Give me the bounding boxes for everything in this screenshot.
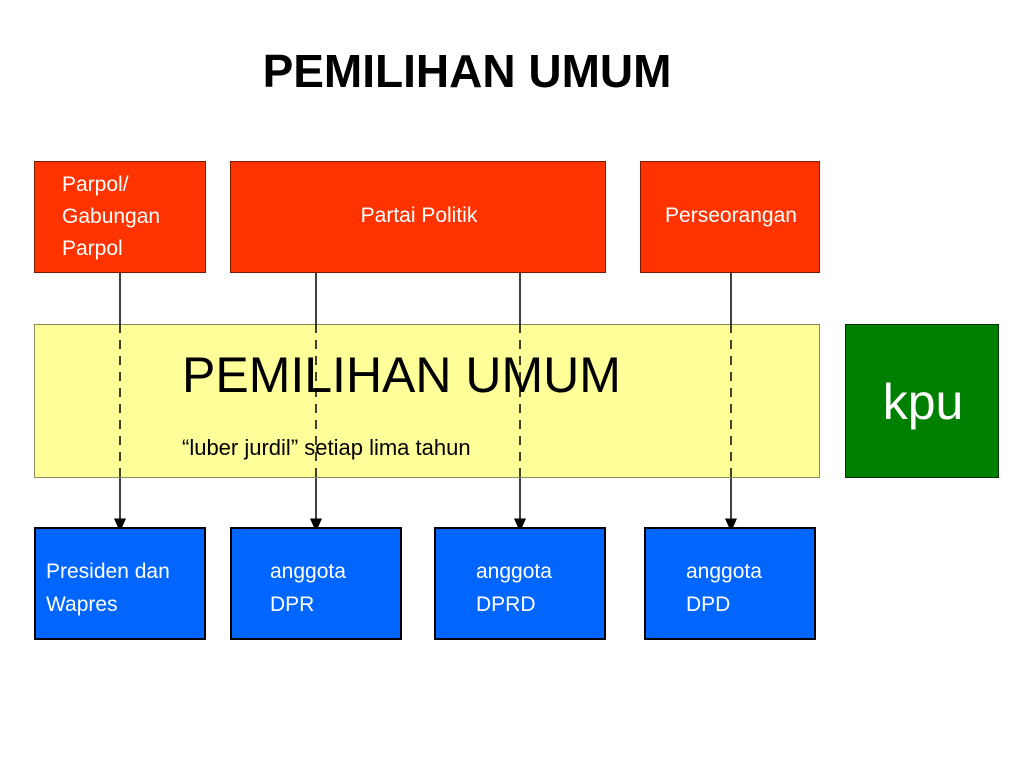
source-label-line: Gabungan [62,205,161,228]
election-subtitle: “luber jurdil” setiap lima tahun [182,435,471,460]
outcome-label-line: DPR [270,593,315,616]
kpu-label: kpu [882,374,964,430]
election-title: PEMILIHAN UMUM [182,347,621,403]
outcome-box-dpd: anggota DPD [644,527,816,640]
outcome-label-line: anggota [686,560,762,583]
source-box-parpol-gabungan: Parpol/ Gabungan Parpol [34,161,206,273]
outcome-label-line: Wapres [46,593,118,616]
source-box-perseorangan: Perseorangan [640,161,820,273]
outcome-label-line: Presiden dan [46,560,170,583]
outcome-box-presiden: Presiden dan Wapres [34,527,206,640]
source-label-line: Parpol [62,237,123,260]
outcome-box-dpr: anggota DPR [230,527,402,640]
election-band [34,324,820,478]
outcome-label-line: anggota [270,560,346,583]
outcome-label-line: DPRD [476,593,536,616]
source-label-line: Parpol/ [62,173,129,196]
outcome-label-line: DPD [686,593,731,616]
outcome-label-line: anggota [476,560,552,583]
page-title: PEMILIHAN UMUM [262,45,672,97]
source-label: Partai Politik [360,204,478,227]
outcome-box-dprd: anggota DPRD [434,527,606,640]
kpu-box: kpu [845,324,999,478]
source-label: Perseorangan [665,204,797,227]
source-box-partai-politik: Partai Politik [230,161,606,273]
